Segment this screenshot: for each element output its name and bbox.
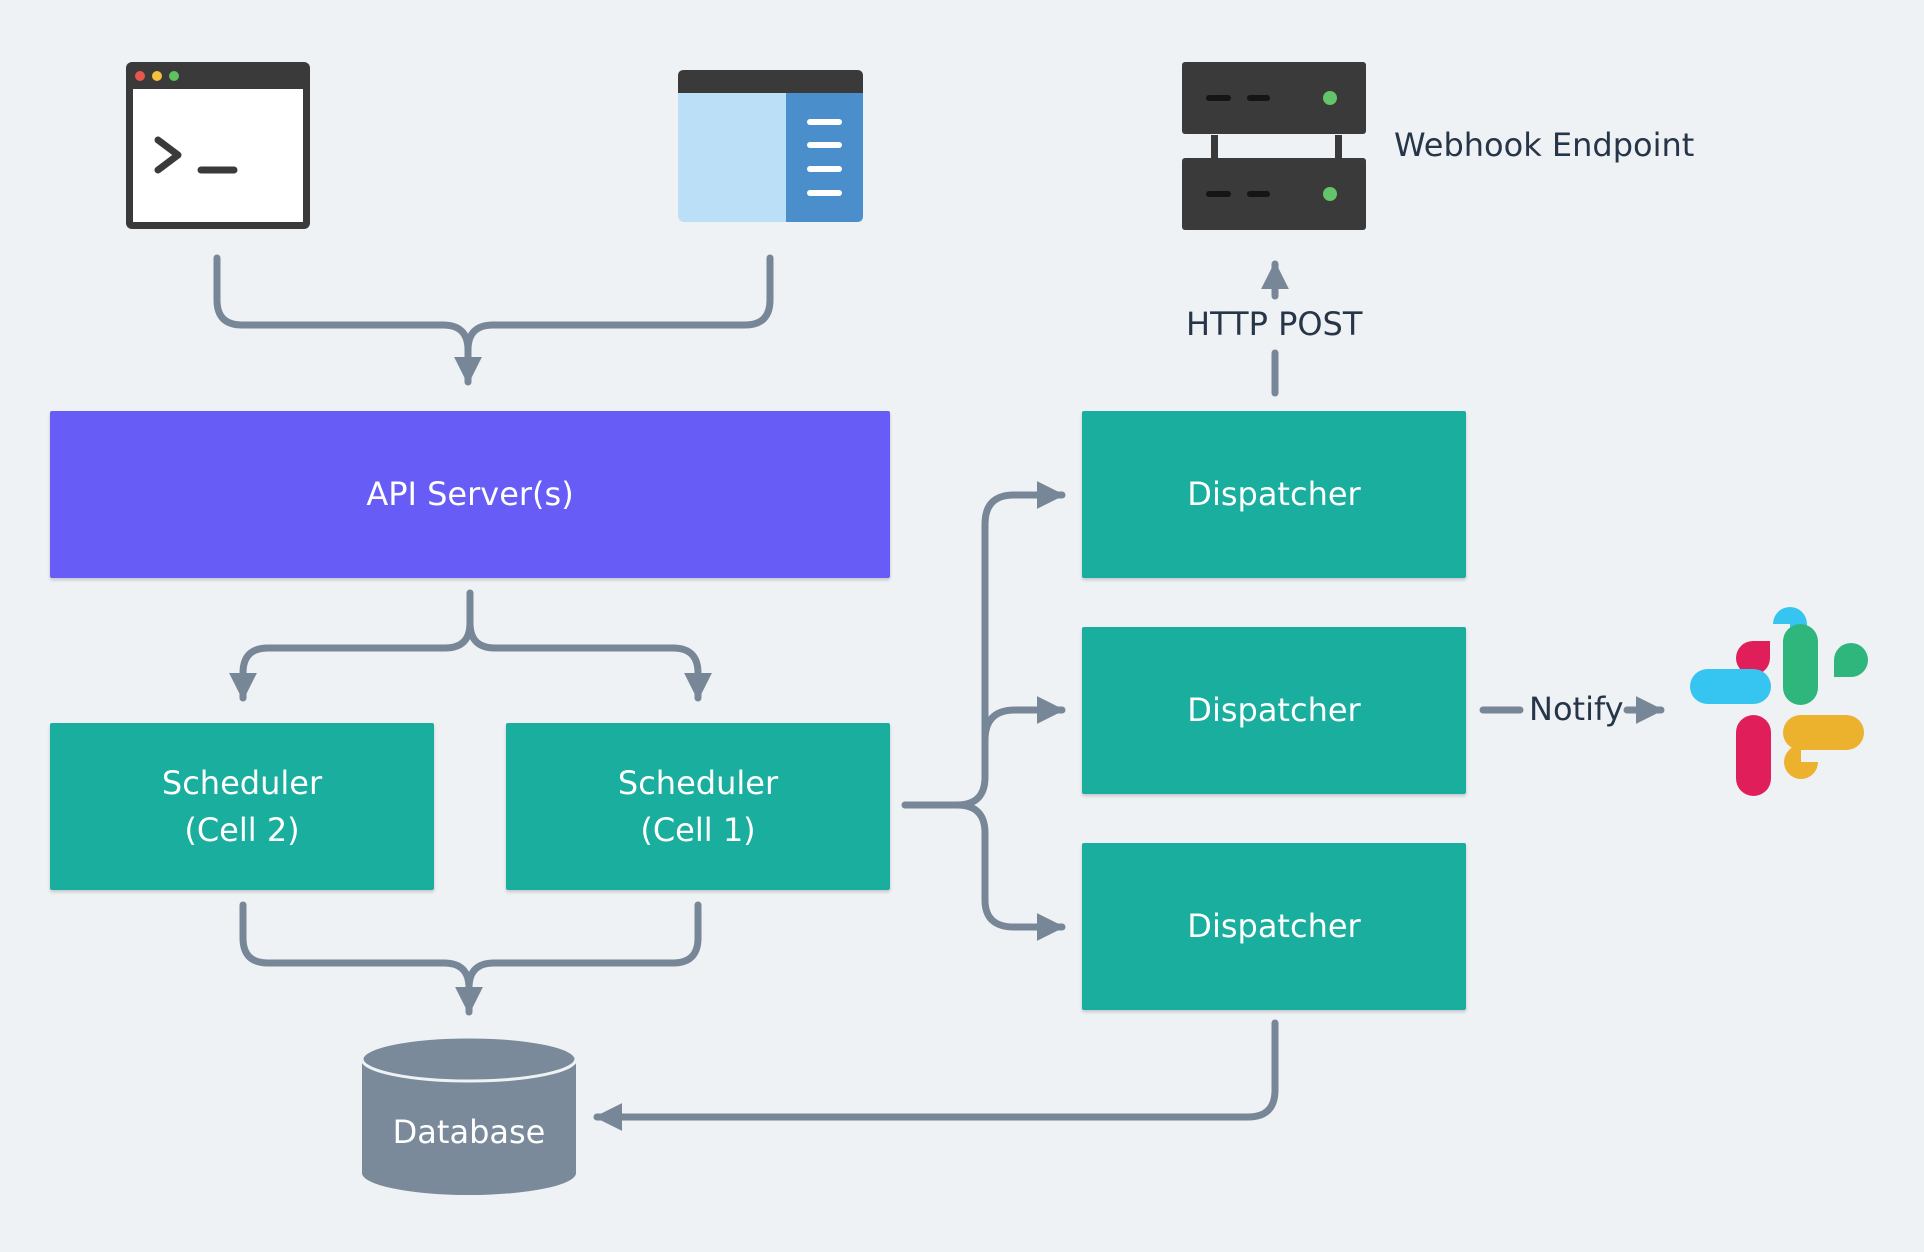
database-label: Database bbox=[393, 1113, 546, 1151]
edge-scheduler-to-dispatcher-2 bbox=[981, 696, 1066, 744]
edge-scheduler-to-dispatcher-3 bbox=[953, 801, 1066, 941]
scheduler-cell1-box: Scheduler (Cell 1) bbox=[506, 723, 890, 890]
dispatcher-box-1: Dispatcher bbox=[1082, 411, 1466, 578]
api-server-label: API Server(s) bbox=[366, 475, 574, 513]
scheduler-cell1-title: Scheduler bbox=[617, 763, 779, 802]
dispatcher-box-2: Dispatcher bbox=[1082, 627, 1466, 794]
edge-terminal-to-api bbox=[213, 254, 482, 386]
web-dashboard-icon bbox=[678, 70, 863, 222]
scheduler-cell2-subtitle: (Cell 2) bbox=[184, 810, 300, 849]
dispatcher-label-3: Dispatcher bbox=[1187, 907, 1361, 945]
notify-label: Notify bbox=[1529, 690, 1624, 728]
dispatcher-label-2: Dispatcher bbox=[1187, 691, 1361, 729]
edge-scheduler-cell1-to-database bbox=[465, 901, 702, 992]
dispatcher-label-1: Dispatcher bbox=[1187, 475, 1361, 513]
api-server-box: API Server(s) bbox=[50, 411, 890, 578]
dispatcher-box-3: Dispatcher bbox=[1082, 843, 1466, 1010]
webhook-endpoint-label: Webhook Endpoint bbox=[1394, 126, 1695, 164]
scheduler-cell1-subtitle: (Cell 1) bbox=[640, 810, 756, 849]
terminal-window-icon bbox=[126, 62, 310, 229]
scheduler-cell2-title: Scheduler bbox=[161, 763, 323, 802]
edge-api-to-scheduler-cell2 bbox=[229, 589, 474, 702]
edge-dispatcher-to-database bbox=[593, 1019, 1279, 1131]
database-cylinder: Database bbox=[360, 1035, 578, 1195]
edge-dashboard-to-api bbox=[464, 254, 774, 354]
edge-api-to-scheduler-cell1 bbox=[466, 619, 712, 702]
edge-scheduler-to-dispatcher-1 bbox=[901, 481, 1066, 809]
edge-scheduler-cell2-to-database bbox=[239, 901, 483, 1016]
server-rack-icon bbox=[1182, 62, 1366, 230]
scheduler-cell2-box: Scheduler (Cell 2) bbox=[50, 723, 434, 890]
slack-logo-icon bbox=[1690, 607, 1868, 796]
http-post-label: HTTP POST bbox=[1186, 305, 1363, 343]
